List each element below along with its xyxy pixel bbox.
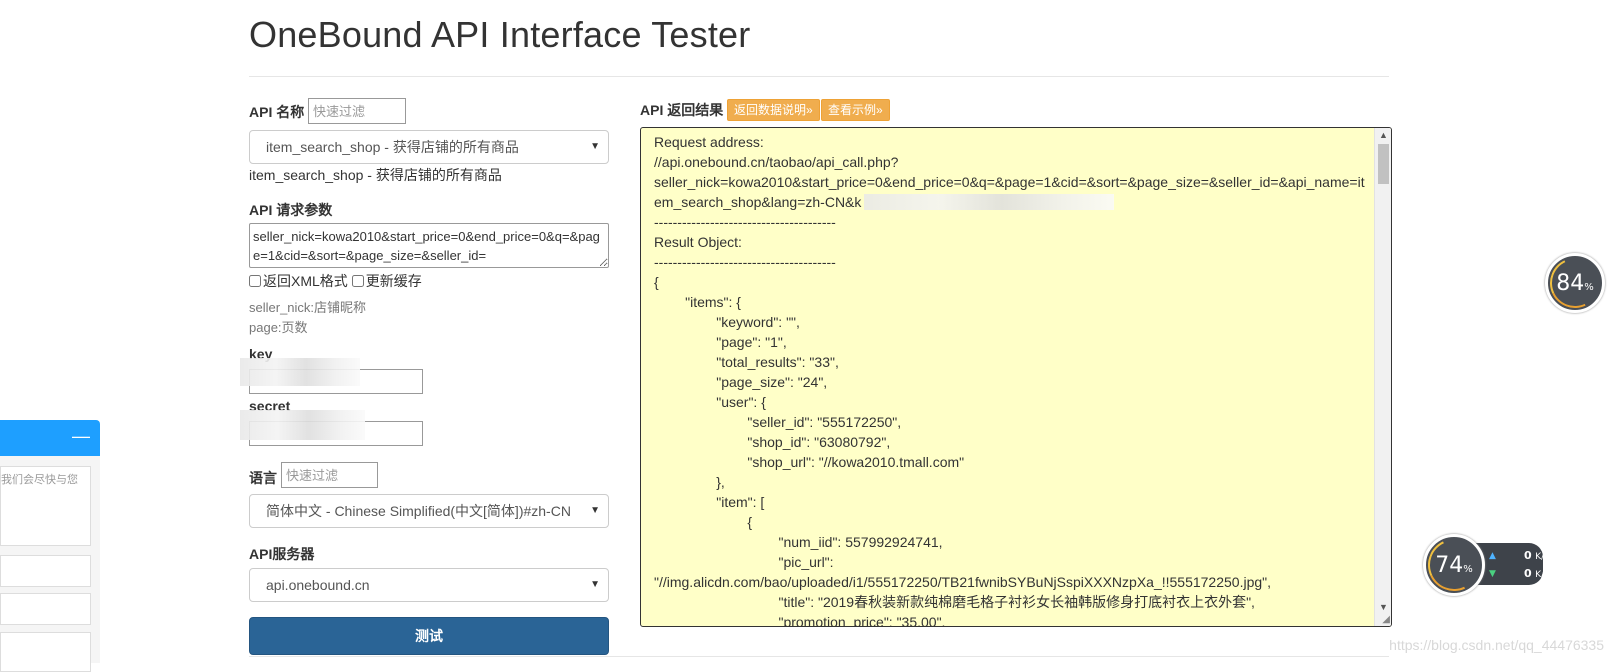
- param-help-seller-nick: seller_nick:店铺昵称: [249, 300, 367, 315]
- params-textarea[interactable]: seller_nick=kowa2010&start_price=0&end_p…: [249, 223, 609, 268]
- chat-message-box[interactable]: 我们会尽快与您: [0, 466, 91, 546]
- gauge-value: 84%: [1556, 271, 1594, 296]
- cpu-gauge-lower[interactable]: 74%: [1420, 531, 1488, 599]
- lang-filter-input[interactable]: [281, 462, 378, 488]
- caret-down-icon: ▼: [590, 579, 600, 590]
- chat-message-preview: 我们会尽快与您: [1, 474, 78, 486]
- chat-input-contact[interactable]: [0, 593, 91, 625]
- chat-input-name[interactable]: [0, 555, 91, 587]
- scroll-up-icon[interactable]: ▲: [1379, 130, 1388, 140]
- upload-speed: ▲ 0 K/s: [1489, 549, 1549, 562]
- download-arrow-icon: ▼: [1489, 568, 1496, 579]
- api-select[interactable]: item_search_shop - 获得店铺的所有商品 ▼: [249, 130, 609, 164]
- page-title: OneBound API Interface Tester: [249, 14, 751, 55]
- test-button[interactable]: 测试: [249, 617, 609, 655]
- server-select-value: api.onebound.cn: [266, 577, 370, 593]
- caret-down-icon: ▼: [590, 505, 600, 516]
- result-scrollbar[interactable]: ▲ ▼: [1374, 128, 1391, 626]
- xml-format-option[interactable]: 返回XML格式: [249, 271, 348, 291]
- resize-grip-icon[interactable]: ◢: [1382, 614, 1390, 625]
- upload-arrow-icon: ▲: [1489, 550, 1496, 561]
- cpu-gauge-upper[interactable]: 84%: [1542, 250, 1608, 316]
- refresh-cache-checkbox[interactable]: [351, 275, 364, 287]
- watermark: https://blog.csdn.net/qq_44476335: [1389, 637, 1604, 653]
- xml-format-label: 返回XML格式: [263, 273, 348, 289]
- chat-widget-body: 我们会尽快与您: [0, 456, 100, 672]
- lang-label: 语言: [249, 470, 277, 486]
- scroll-thumb[interactable]: [1378, 144, 1389, 184]
- server-select[interactable]: api.onebound.cn ▼: [249, 568, 609, 602]
- result-content: Request address: //api.onebound.cn/taoba…: [654, 134, 1365, 627]
- param-help-page: page:页数: [249, 320, 308, 335]
- redacted-key: [240, 358, 360, 386]
- bottom-divider: [249, 656, 1389, 657]
- xml-format-checkbox[interactable]: [249, 275, 261, 287]
- result-panel[interactable]: Request address: //api.onebound.cn/taoba…: [640, 127, 1392, 627]
- api-name-label: API 名称: [249, 104, 305, 120]
- view-example-button[interactable]: 查看示例»: [821, 99, 890, 121]
- api-description: item_search_shop - 获得店铺的所有商品: [249, 167, 502, 183]
- title-divider: [249, 76, 1389, 77]
- minimize-icon[interactable]: —: [72, 426, 90, 446]
- result-doc-button[interactable]: 返回数据说明»: [727, 99, 820, 121]
- api-filter-input[interactable]: [308, 98, 406, 124]
- scroll-down-icon[interactable]: ▼: [1379, 602, 1388, 612]
- redacted-secret: [240, 410, 365, 440]
- lang-select[interactable]: 简体中文 - Chinese Simplified(中文[简体])#zh-CN …: [249, 494, 609, 528]
- chat-widget-header[interactable]: —: [0, 420, 100, 456]
- params-label: API 请求参数: [249, 202, 333, 218]
- refresh-cache-option[interactable]: 更新缓存: [351, 271, 422, 291]
- api-select-value: item_search_shop - 获得店铺的所有商品: [266, 139, 519, 155]
- gauge-value: 74%: [1435, 553, 1473, 578]
- redacted-api-key: [864, 194, 1114, 210]
- refresh-cache-label: 更新缓存: [365, 273, 422, 289]
- result-label: API 返回结果: [640, 102, 724, 118]
- caret-down-icon: ▼: [590, 141, 600, 152]
- lang-select-value: 简体中文 - Chinese Simplified(中文[简体])#zh-CN: [266, 503, 571, 519]
- server-label: API服务器: [249, 546, 315, 562]
- chat-input-message[interactable]: [0, 632, 91, 672]
- download-speed: ▼ 0 K/s: [1489, 567, 1549, 580]
- options-row: 返回XML格式 更新缓存: [249, 271, 426, 291]
